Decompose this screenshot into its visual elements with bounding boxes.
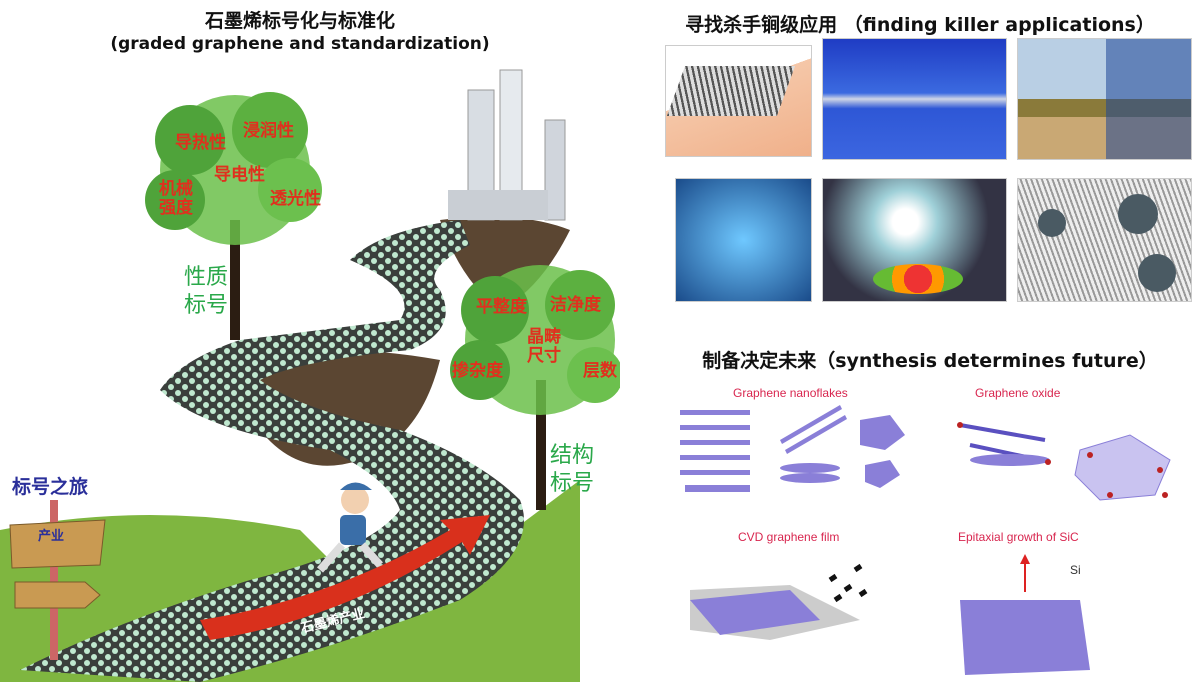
tree-structure	[450, 265, 620, 510]
graphene-layer	[666, 66, 796, 116]
structure-doping: 掺杂度	[452, 361, 503, 381]
label-line: 性质	[184, 265, 229, 290]
property-mechanical-strength: 机械强度	[159, 179, 193, 218]
photo-device-chip	[675, 178, 812, 302]
structure-cleanliness: 洁净度	[550, 295, 601, 315]
property-grade-label: 性质标号	[184, 264, 230, 320]
panel-label-cvd: CVD graphene film	[738, 530, 840, 544]
property-transparency: 透光性	[270, 189, 321, 209]
cvd-diagram	[690, 563, 868, 640]
epitaxial-diagram	[960, 554, 1090, 675]
photo-smart-window	[1017, 38, 1192, 160]
tree-properties	[145, 92, 322, 340]
runner-figure	[316, 482, 383, 573]
property-thermal-conductivity: 导热性	[175, 133, 226, 153]
left-title-en: (graded graphene and standardization)	[110, 34, 490, 54]
si-label: Si	[1070, 563, 1081, 577]
panel-label-epitaxial: Epitaxial growth of SiC	[958, 530, 1079, 544]
structure-domain-size: 晶畴尺寸	[527, 327, 561, 366]
particle	[1138, 254, 1176, 292]
apps-title: 寻找杀手锏级应用 （finding killer applications）	[685, 14, 1155, 36]
signpost-top-text: 标号之旅	[12, 476, 89, 498]
city-buildings	[448, 69, 566, 221]
synthesis-title: 制备决定未来（synthesis determines future）	[702, 350, 1158, 372]
label-line: 标号	[550, 471, 595, 496]
graphene-road-illustration	[0, 69, 620, 682]
panel-label-nanoflakes: Graphene nanoflakes	[733, 386, 848, 400]
particle	[1118, 194, 1158, 234]
structure-grade-label: 结构标号	[550, 442, 596, 498]
photo-led-light	[822, 178, 1007, 302]
particle	[1038, 209, 1066, 237]
photo-nanoparticles-on-graphene	[1017, 178, 1192, 302]
property-electrical-conductivity: 导电性	[214, 165, 265, 185]
floating-island-city	[440, 216, 570, 310]
label-line: 结构	[550, 443, 595, 468]
photo-graphene-sheet	[665, 45, 812, 157]
road-arrow	[200, 515, 490, 640]
photo-flexible-display	[822, 38, 1007, 160]
property-wettability: 浸润性	[243, 121, 294, 141]
oxide-diagram	[957, 422, 1171, 501]
nanoflakes-diagram	[680, 405, 905, 492]
panel-label-oxide: Graphene oxide	[975, 386, 1061, 400]
signpost	[9, 500, 106, 660]
colored-candies	[873, 264, 963, 294]
structure-flatness: 平整度	[476, 297, 527, 317]
structure-layers: 层数	[583, 361, 617, 381]
left-title-cn: 石墨烯标号化与标准化	[204, 10, 395, 32]
tinted-pane	[1106, 39, 1191, 159]
signpost-arrow-text: 产业	[38, 529, 65, 544]
label-line: 标号	[184, 293, 229, 318]
synthesis-diagrams	[680, 405, 1171, 675]
